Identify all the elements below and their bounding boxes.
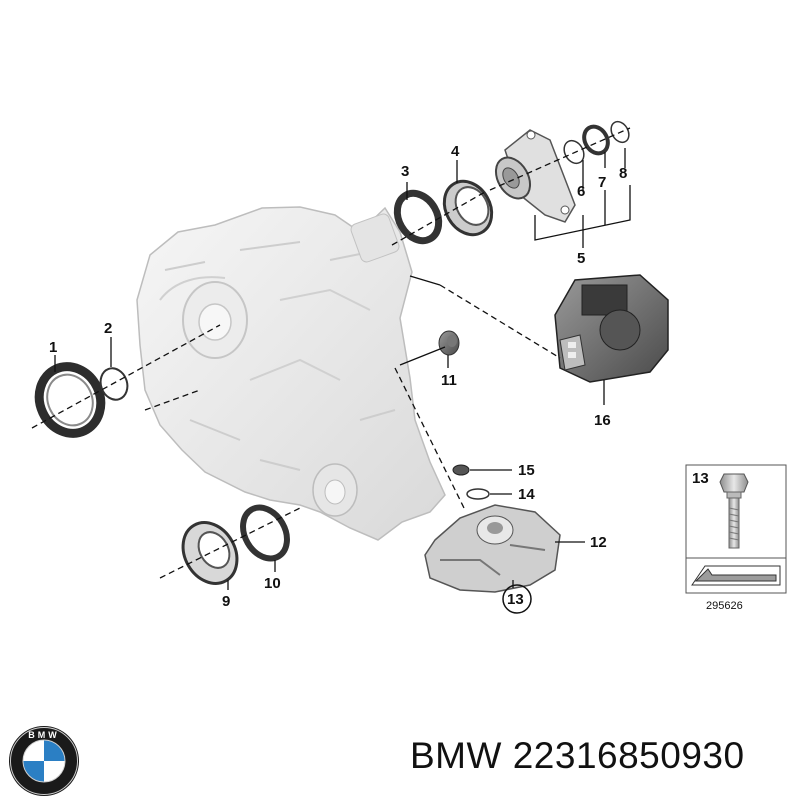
transfer-case-housing — [136, 206, 446, 541]
part-caption: BMW 22316850930 — [410, 735, 790, 785]
o-ring-part-14 — [466, 488, 490, 500]
caption-brand: BMW — [410, 735, 502, 776]
callout-9: 9 — [222, 593, 230, 610]
caption-part-number: 22316850930 — [512, 735, 745, 776]
ring-part-7 — [582, 124, 610, 156]
leader-lines — [31, 127, 631, 590]
actuator-motor-part-16 — [554, 274, 669, 383]
bearing-part-4 — [442, 179, 494, 237]
callout-5: 5 — [577, 250, 585, 267]
logo-text: BMW — [28, 730, 60, 740]
callout-2: 2 — [104, 320, 112, 337]
callout-12: 12 — [590, 534, 607, 551]
callout-3: 3 — [401, 163, 409, 180]
bmw-roundel-icon: BMW — [9, 726, 79, 796]
flange-part-5 — [494, 129, 576, 223]
bolt-icon — [719, 473, 749, 549]
bolt-box-label: 13 — [692, 470, 709, 487]
callout-14: 14 — [518, 486, 535, 503]
callout-8: 8 — [619, 165, 627, 182]
callout-15: 15 — [518, 462, 535, 479]
callout-7: 7 — [598, 174, 606, 191]
seal-part-10 — [240, 504, 290, 562]
bolt-box-reference: 295626 — [706, 600, 743, 612]
seal-part-1 — [34, 362, 106, 438]
callout-13: 13 — [507, 591, 524, 608]
plug-part-11 — [438, 330, 460, 356]
callout-13-circle — [502, 584, 532, 614]
callout-10: 10 — [264, 575, 281, 592]
o-ring-part-2 — [99, 367, 129, 401]
washer-part-15 — [452, 464, 470, 476]
callout-6: 6 — [577, 183, 585, 200]
callout-16: 16 — [594, 412, 611, 429]
seal-part-3 — [393, 189, 443, 245]
callout-11: 11 — [441, 372, 457, 389]
bolt-detail-box: 13 295626 — [685, 464, 787, 612]
actuator-part-12 — [424, 504, 561, 593]
callout-4: 4 — [451, 143, 460, 160]
callout-labels: 1 2 3 4 5 6 7 8 9 10 11 12 13 14 15 16 — [49, 143, 627, 614]
callout-1: 1 — [49, 339, 57, 356]
